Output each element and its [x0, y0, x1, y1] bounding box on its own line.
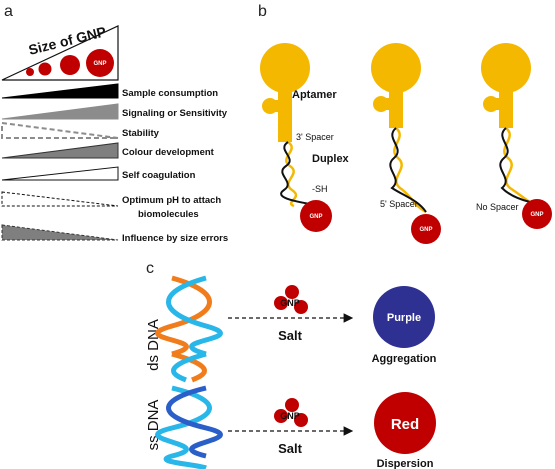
aptamer-1	[260, 43, 310, 142]
strand-black-3	[499, 127, 531, 203]
sh-label: -SH	[312, 184, 328, 194]
wedge-size-errors	[1, 224, 119, 241]
aggregation-label: Aggregation	[372, 353, 437, 365]
gnp-b3-label: GNP	[530, 212, 543, 218]
wedge-signaling	[1, 103, 119, 120]
gnp-tiny	[26, 68, 34, 76]
row-signaling: Signaling or Sensitivity	[122, 108, 228, 119]
row-self-coagulation: Self coagulation	[122, 170, 196, 181]
panel-a-label: a	[4, 3, 13, 20]
aptamer-label: Aptamer	[292, 89, 337, 101]
ds-dna-label: ds DNA	[145, 319, 162, 371]
purple-circle	[373, 286, 435, 348]
wedge-sample-consumption	[1, 83, 119, 99]
salt-bottom: Salt	[278, 441, 303, 456]
strand-yellow-3	[503, 127, 531, 204]
row-optimum-ph-2: biomolecules	[138, 209, 199, 220]
gnp-b1	[300, 200, 332, 232]
strand-black-2	[389, 127, 427, 213]
no-spacer-label: No Spacer	[476, 202, 519, 212]
row-sample-consumption: Sample consumption	[122, 88, 218, 99]
row-colour: Colour development	[122, 147, 215, 158]
spacer5-label: 5' Spacer	[380, 199, 418, 209]
aptamer-3	[481, 43, 531, 128]
gnp-b2-label: GNP	[419, 227, 432, 233]
ss-dna-label: ss DNA	[145, 400, 162, 451]
red-circle	[374, 392, 436, 454]
purple-label: Purple	[387, 312, 421, 324]
gnp-cluster-top-label: GNP	[280, 298, 300, 308]
gnp-cluster-bottom	[274, 398, 308, 427]
wedge-self-coagulation	[1, 166, 119, 181]
panel-c-label: c	[146, 260, 154, 277]
ss-strand-cyan	[155, 385, 212, 469]
strand-black-1	[280, 141, 311, 205]
red-label: Red	[391, 416, 419, 433]
ds-strand-orange	[155, 275, 212, 383]
gnp-b2	[411, 214, 441, 244]
duplex-label: Duplex	[312, 153, 350, 165]
row-optimum-ph-1: Optimum pH to attach	[122, 195, 221, 206]
row-stability: Stability	[122, 128, 160, 139]
ss-strand-blue	[166, 385, 223, 459]
wedge-optimum-ph	[1, 191, 119, 207]
dispersion-label: Dispersion	[377, 458, 434, 469]
salt-top: Salt	[278, 328, 303, 343]
gnp-b1-label: GNP	[309, 214, 322, 220]
gnp-medium	[60, 55, 80, 75]
row-size-errors: Influence by size errors	[122, 233, 228, 244]
gnp-small	[38, 62, 52, 76]
spacer3-label: 3' Spacer	[296, 132, 334, 142]
wedge-colour	[1, 142, 119, 159]
aptamer-2	[371, 43, 421, 128]
gnp-cluster-top	[274, 285, 308, 314]
gnp-cluster-bottom-label: GNP	[280, 411, 300, 421]
ds-strand-cyan	[166, 275, 223, 383]
gnp-large	[86, 49, 114, 77]
gnp-b3	[522, 199, 552, 229]
panel-b-label: b	[258, 3, 267, 20]
strand-yellow-1	[285, 140, 298, 208]
gnp-large-label: GNP	[93, 61, 106, 67]
wedge-stability	[0, 121, 119, 139]
